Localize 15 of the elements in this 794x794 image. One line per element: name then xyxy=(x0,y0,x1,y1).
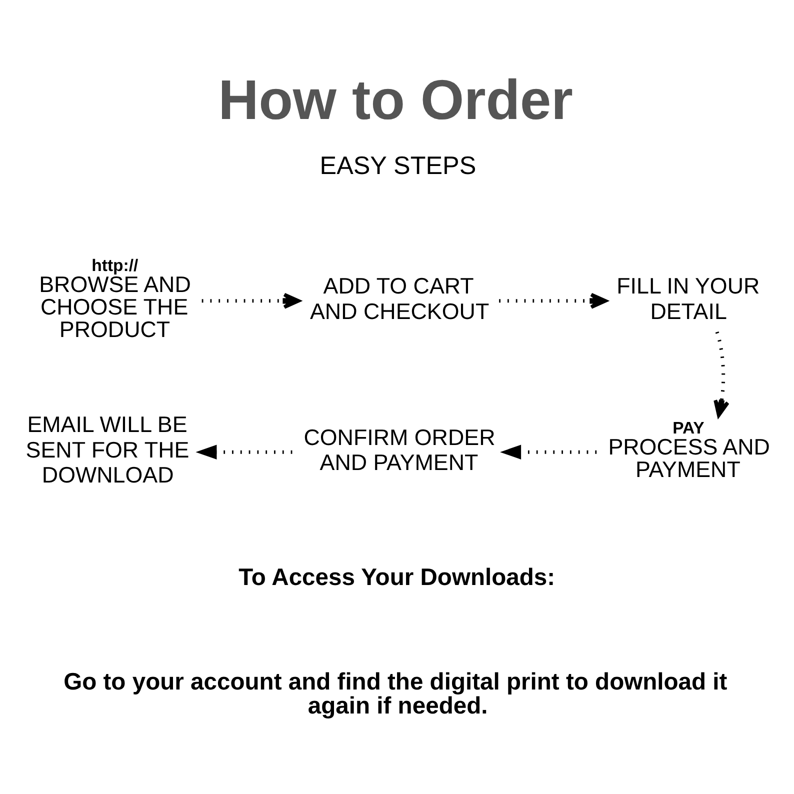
arrow xyxy=(195,444,292,459)
node-text: ADD TO CART AND CHECKOUT xyxy=(310,273,489,324)
arrow xyxy=(201,292,300,308)
arrow xyxy=(498,292,607,308)
node-text: EMAIL WILL BE SENT FOR THE DOWNLOAD xyxy=(25,412,189,488)
diagram-title: How to Order xyxy=(218,67,572,130)
node-text: http:// BROWSE AND CHOOSE THE PRODUCT xyxy=(38,255,190,342)
arrow xyxy=(500,444,596,459)
label: EASY STEPS xyxy=(319,152,476,180)
arrow xyxy=(713,330,729,417)
node-text: FILL IN YOUR DETAIL xyxy=(616,273,760,324)
label: To Access Your Downloads: xyxy=(238,564,555,591)
node-text: CONFIRM ORDER AND PAYMENT xyxy=(303,424,495,475)
node-text: PAY PROCESS AND PAYMENT xyxy=(608,418,770,482)
label: Go to your account and find the digital print to download it again if needed. xyxy=(63,668,727,719)
